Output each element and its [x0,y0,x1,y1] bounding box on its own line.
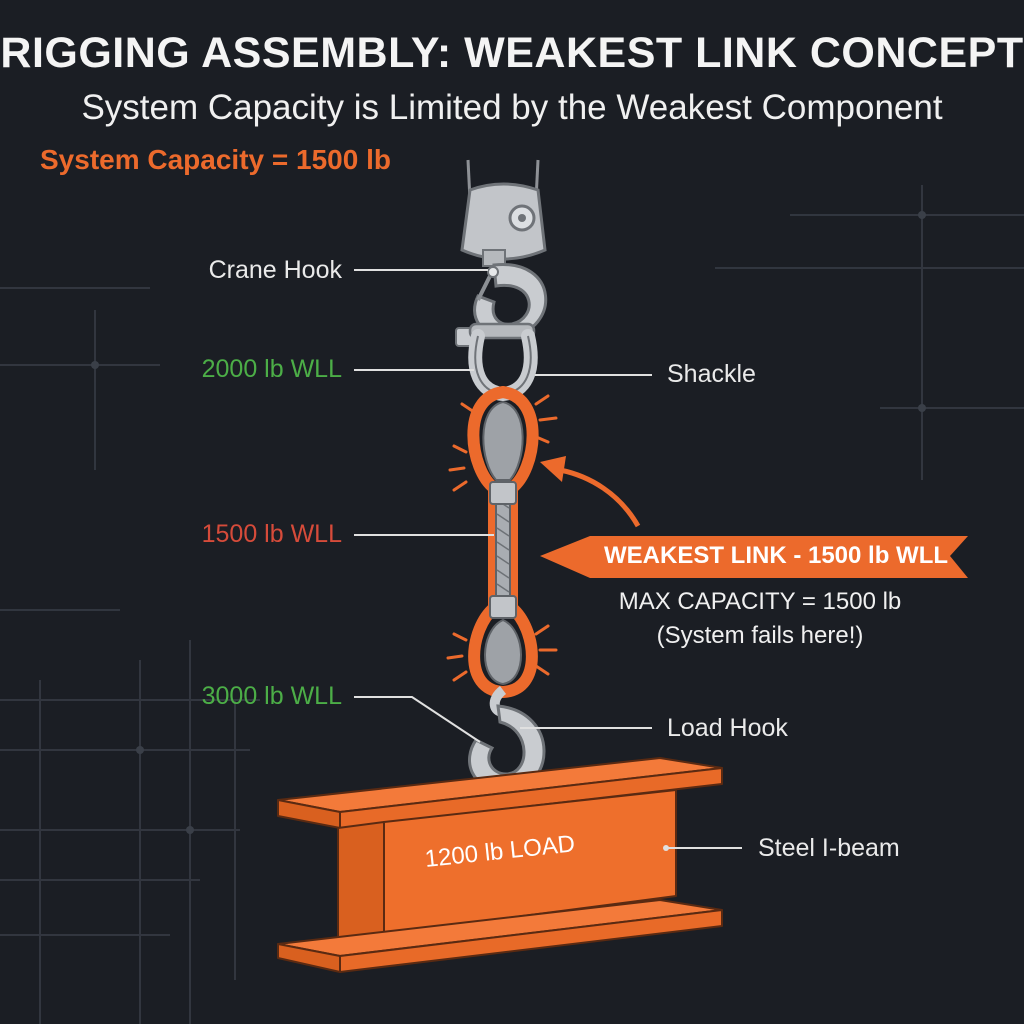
sling-wll-label: 1500 lb WLL [201,520,342,548]
weakest-link-banner [540,536,968,578]
beam-leader-dot [663,845,669,851]
failure-note: (System fails here!) [656,622,864,649]
wire-rope-sling-icon [467,386,539,698]
system-capacity: System Capacity = 1500 lb [40,144,391,175]
leader-lines [354,269,742,849]
load-hook-wll-label: 3000 lb WLL [201,682,342,710]
page-title: RIGGING ASSEMBLY: WEAKEST LINK CONCEPT [0,29,1024,77]
blueprint-grid [0,185,1024,1024]
stress-spark-icons [446,394,558,682]
shackle-label: Shackle [667,360,756,388]
crane-hook-icon [460,182,547,338]
weakest-link-arrow-icon [540,456,641,528]
steel-beam-icon [277,757,723,973]
crane-hook-label: Crane Hook [208,256,342,284]
weakest-link-banner-text: WEAKEST LINK - 1500 lb WLL [604,542,949,569]
shackle-icon [455,322,538,402]
shackle-wll-label: 2000 lb WLL [201,355,342,383]
max-capacity-text: MAX CAPACITY = 1500 lb [618,588,902,615]
grid-nodes [91,211,926,834]
steel-beam-label: Steel I-beam [758,834,900,862]
load-hook-label: Load Hook [667,714,788,742]
page-subtitle: System Capacity is Limited by the Weakes… [81,88,943,127]
